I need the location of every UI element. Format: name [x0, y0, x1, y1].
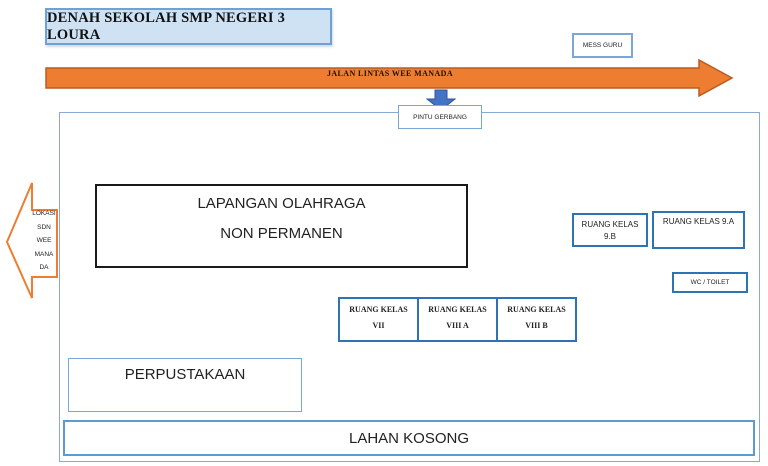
classroom-vii-line2: VII	[372, 321, 385, 330]
classroom-viiia-box: RUANG KELAS VIII A	[417, 297, 498, 342]
wc-toilet-box: WC / TOILET	[672, 272, 748, 293]
classroom-9b-line2: 9.B	[603, 232, 616, 241]
locator-line: MANA	[34, 250, 54, 258]
gate-down-arrow-icon	[426, 89, 456, 111]
road-label: JALAN LINTAS WEE MANADA	[326, 69, 454, 78]
library-box: PERPUSTAKAAN	[68, 358, 302, 412]
sports-field-label-line2: NON PERMANEN	[220, 225, 343, 242]
classroom-9b-box: RUANG KELAS 9.B	[572, 213, 648, 247]
classroom-viiib-box: RUANG KELAS VIII B	[496, 297, 577, 342]
classroom-viiia-line2: VIII A	[446, 321, 469, 330]
sports-field-label-line1: LAPANGAN OLAHRAGA	[197, 195, 366, 212]
classroom-vii-line1: RUANG KELAS	[349, 305, 408, 314]
locator-label: LOKASI SDN WEE MANA DA	[30, 207, 58, 275]
gate-box: PINTU GERBANG	[398, 105, 482, 129]
classroom-9a-box: RUANG KELAS 9.A	[652, 211, 745, 249]
gate-label: PINTU GERBANG	[413, 113, 467, 121]
classroom-row: RUANG KELAS VII RUANG KELAS VIII A RUANG…	[338, 297, 577, 342]
locator-line: WEE	[36, 237, 52, 244]
classroom-viiib-line2: VIII B	[525, 321, 548, 330]
sports-field-box: LAPANGAN OLAHRAGA NON PERMANEN	[95, 184, 468, 268]
locator-line: LOKASI	[32, 210, 56, 217]
mess-guru-label: MESS GURU	[582, 42, 623, 49]
page-title-text: DENAH SEKOLAH SMP NEGERI 3 LOURA	[47, 9, 286, 43]
wc-toilet-label: WC / TOILET	[690, 279, 730, 286]
road-arrow-icon	[45, 59, 734, 97]
classroom-viiia-line1: RUANG KELAS	[428, 305, 487, 314]
vacant-land-box: LAHAN KOSONG	[63, 420, 755, 456]
locator-left-arrow-icon	[5, 182, 58, 299]
classroom-vii-box: RUANG KELAS VII	[338, 297, 419, 342]
locator-line: SDN	[37, 223, 51, 231]
vacant-land-label: LAHAN KOSONG	[348, 429, 470, 447]
locator-line: DA	[39, 264, 49, 271]
library-label: PERPUSTAKAAN	[124, 366, 246, 383]
page-title: DENAH SEKOLAH SMP NEGERI 3 LOURA	[45, 8, 332, 45]
classroom-9a-label: RUANG KELAS 9.A	[662, 217, 735, 226]
mess-guru-box: MESS GURU	[572, 33, 633, 58]
classroom-viiib-line1: RUANG KELAS	[507, 305, 566, 314]
classroom-9b-line1: RUANG KELAS	[581, 220, 639, 229]
